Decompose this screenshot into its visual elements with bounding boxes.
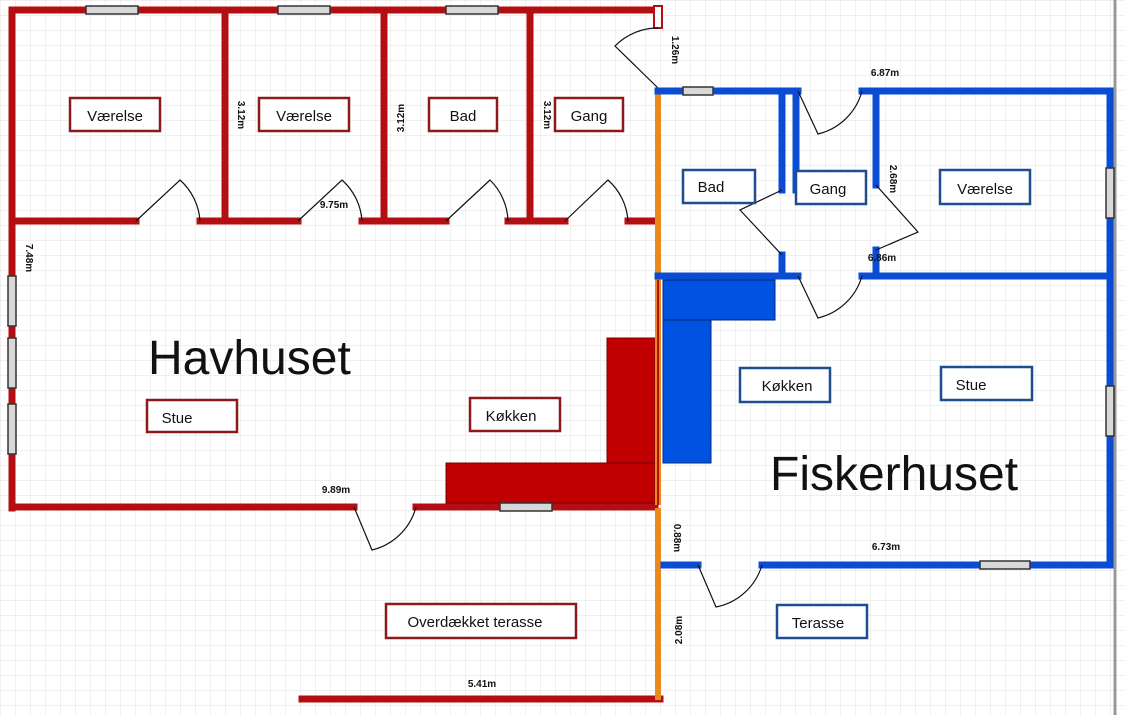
dim-5-41: 5.41m: [468, 679, 496, 690]
room-label-gang: Gang: [571, 108, 608, 125]
room-label-stue: Stue: [162, 410, 193, 427]
dim-2-08: 2.08m: [674, 616, 685, 644]
wall-end-stub: [653, 5, 663, 29]
room-label-vaerelse-1: Værelse: [87, 108, 143, 125]
dim-0-88: 0.88m: [671, 524, 682, 552]
dim-3-12-c: 3.12m: [541, 101, 552, 129]
fiskerhuset-walls: [654, 87, 1114, 569]
dim-7-48: 7.48m: [23, 244, 34, 272]
dim-3-12-a: 3.12m: [235, 101, 246, 129]
fiskerhuset-counter-horizontal: [662, 279, 776, 321]
room-label-vaerelse-2: Værelse: [276, 108, 332, 125]
havhuset-doors[interactable]: [135, 27, 659, 551]
havhuset-counter-horizontal: [445, 462, 656, 504]
havhuset-windows: [7, 5, 553, 512]
fiskerhuset-doors[interactable]: [697, 90, 920, 608]
havhuset-counter-vertical: [606, 337, 656, 464]
havhuset-title: Havhuset: [148, 332, 351, 385]
room-label-bad: Bad: [450, 108, 477, 125]
dim-2-68: 2.68m: [887, 165, 898, 193]
dim-6-87: 6.87m: [871, 68, 899, 79]
fiskerhuset-windows: [682, 86, 1115, 570]
room-label-kokken: Køkken: [486, 408, 537, 425]
dim-1-26: 1.26m: [669, 36, 680, 64]
fiskerhuset-counter-vertical: [662, 319, 712, 464]
fiskerhuset-title: Fiskerhuset: [770, 448, 1018, 501]
room-label-stue-fisker: Stue: [956, 377, 987, 394]
room-label-overdaekket-terasse: Overdækket terasse: [407, 614, 542, 631]
havhuset-room-labels: Værelse Værelse Bad Gang Stue Køkken Ove…: [68, 96, 625, 640]
dim-6-73: 6.73m: [872, 542, 900, 553]
room-label-vaerelse-fisker: Værelse: [957, 181, 1013, 198]
dim-6-86: 6.86m: [868, 253, 896, 264]
room-label-kokken-fisker: Køkken: [762, 378, 813, 395]
dim-3-12-b: 3.12m: [396, 104, 407, 132]
room-label-bad-fisker: Bad: [698, 179, 725, 196]
room-label-gang-fisker: Gang: [810, 181, 847, 198]
dim-9-89: 9.89m: [322, 485, 350, 496]
dim-9-75: 9.75m: [320, 200, 348, 211]
dimension-labels: 1.26m 6.87m 3.12m 3.12m 3.12m 9.75m 7.48…: [23, 36, 900, 690]
room-label-terasse: Terasse: [792, 615, 845, 632]
fiskerhuset-room-labels: Bad Gang Værelse Køkken Stue Terasse: [681, 168, 1034, 640]
